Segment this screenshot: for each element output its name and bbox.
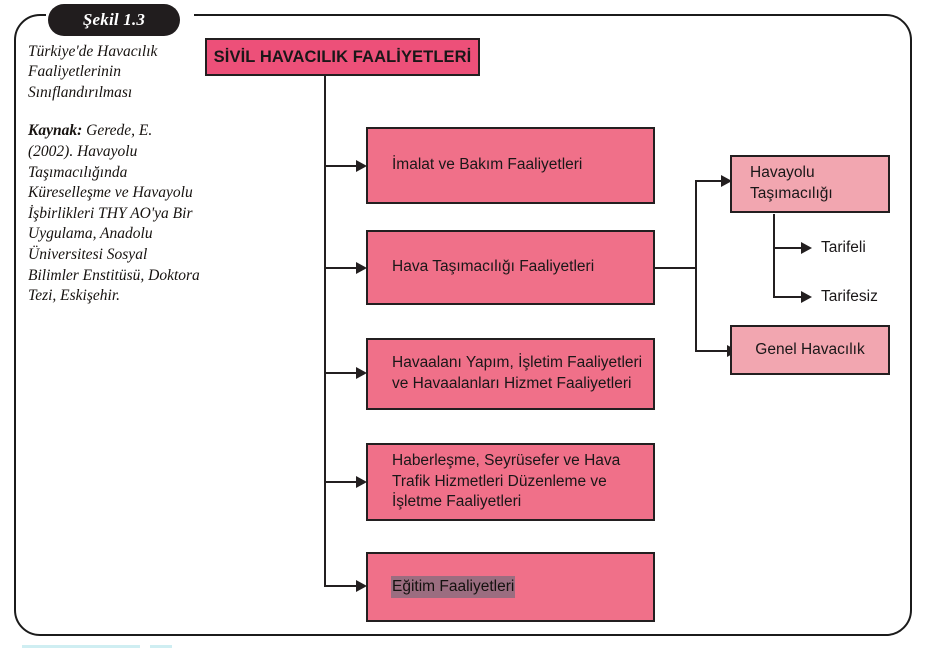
leaf-spine [773, 214, 775, 298]
spine-vertical [324, 76, 326, 586]
leaf-arrow-1 [801, 242, 812, 254]
caption-source: Kaynak: Gerede, E. (2002). Havayolu Taşı… [28, 121, 200, 306]
branch-line-3 [324, 372, 362, 374]
node-havayolu-line2: Taşımacılığı [750, 185, 833, 202]
node-hava-tasimaciligi[interactable]: Hava Taşımacılığı Faaliyetleri [366, 230, 655, 305]
leaf-tarifeli-label: Tarifeli [821, 239, 866, 256]
branch-line-1 [324, 165, 362, 167]
node-imalat-bakim[interactable]: İmalat ve Bakım Faaliyetleri [366, 127, 655, 204]
node-havaalani-yapim-line2: ve Havaalanları Hizmet Faaliyetleri [392, 375, 632, 392]
node-genel-havacilik-label: Genel Havacılık [755, 340, 865, 358]
node-havayolu-line1: Havayolu [750, 164, 815, 182]
node-havaalani-yapim-line1: Havaalanı Yapım, İşletim Faaliyetleri [392, 354, 643, 372]
caption-source-text: Gerede, E. (2002). Havayolu Taşımacılığı… [28, 122, 200, 305]
caption-source-prefix: Kaynak: [28, 122, 83, 140]
node-havaalani-yapim[interactable]: Havaalanı Yapım, İşletim Faaliyetleri ve … [366, 338, 655, 410]
subbranch-line-1 [695, 180, 727, 182]
caption-title: Türkiye'de Havacılık Faaliyetlerinin Sın… [28, 43, 158, 101]
bottom-decoration-left [22, 645, 140, 648]
leaf-line-1 [773, 247, 807, 249]
branch-arrow-4 [356, 476, 367, 488]
node-root-label: SİVİL HAVACILIK FAALİYETLERİ [213, 47, 472, 66]
leaf-arrow-2 [801, 291, 812, 303]
leaf-tarifeli: Tarifeli [821, 239, 866, 257]
node-imalat-bakim-label: İmalat ve Bakım Faaliyetleri [392, 156, 583, 174]
branch-line-5 [324, 585, 362, 587]
bottom-decoration-right [150, 645, 172, 648]
node-egitim[interactable]: Eğitim Faaliyetleri [366, 552, 655, 622]
node-genel-havacilik[interactable]: Genel Havacılık [730, 325, 890, 375]
subbranch-stem [655, 267, 697, 269]
subbranch-line-2 [695, 350, 733, 352]
branch-arrow-3 [356, 367, 367, 379]
branch-line-2 [324, 267, 362, 269]
caption-column: Türkiye'de Havacılık Faaliyetlerinin Sın… [28, 42, 200, 307]
leaf-line-2 [773, 296, 807, 298]
node-root-header[interactable]: SİVİL HAVACILIK FAALİYETLERİ [205, 38, 480, 76]
subbranch-spine [695, 180, 697, 352]
node-haberlesme-line1: Haberleşme, Seyrüsefer ve Hava [392, 452, 621, 470]
figure-badge: Şekil 1.3 [48, 4, 180, 36]
branch-line-4 [324, 481, 362, 483]
node-havaalani-yapim-label: Havaalanı Yapım, İşletim Faaliyetleri ve … [392, 353, 642, 394]
branch-arrow-2 [356, 262, 367, 274]
node-haberlesme-line3: İşletme Faaliyetleri [392, 493, 522, 511]
branch-arrow-1 [356, 160, 367, 172]
node-egitim-label: Eğitim Faaliyetleri [392, 576, 515, 598]
subbranch-arrow-1 [721, 175, 732, 187]
node-haberlesme-line2: Trafik Hizmetleri Düzenleme ve [392, 472, 607, 490]
leaf-tarifesiz-label: Tarifesiz [821, 288, 878, 305]
leaf-tarifesiz: Tarifesiz [821, 288, 878, 306]
node-hava-tasimaciligi-label: Hava Taşımacılığı Faaliyetleri [392, 258, 595, 276]
figure-frame [14, 14, 912, 636]
branch-arrow-5 [356, 580, 367, 592]
